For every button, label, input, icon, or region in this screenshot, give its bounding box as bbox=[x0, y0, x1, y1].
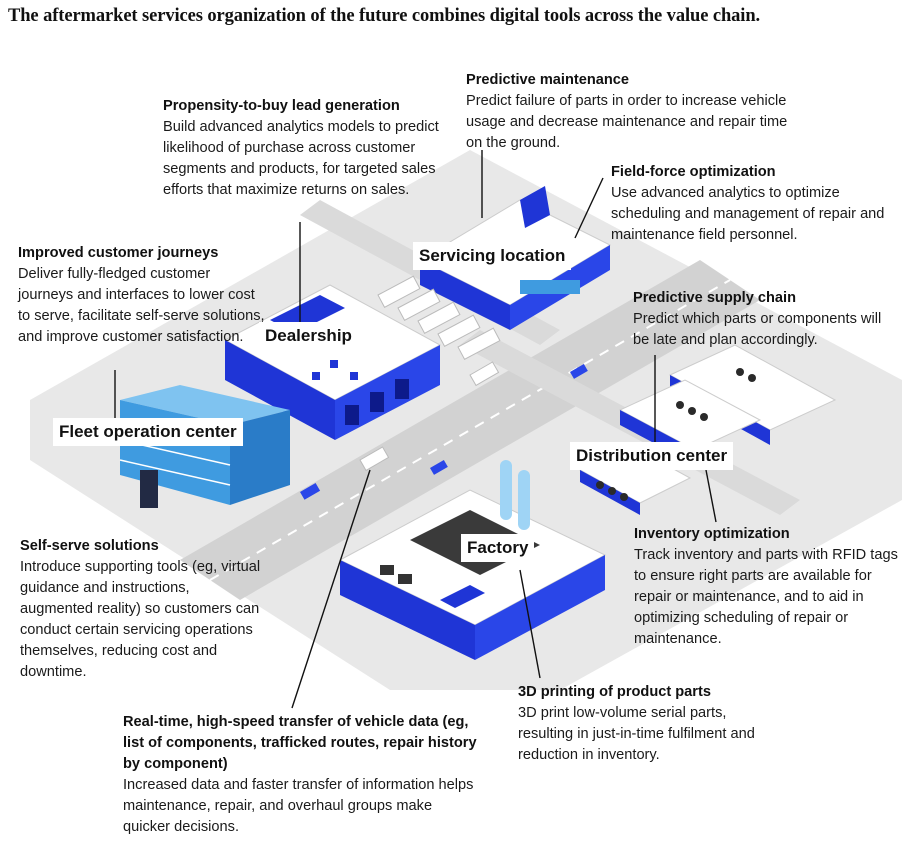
callout-field-force-optimization: Field-force optimization Use advanced an… bbox=[611, 162, 896, 246]
callout-customer-journeys: Improved customer journeys Deliver fully… bbox=[18, 243, 268, 348]
callout-body: Deliver fully-fledged customer journeys … bbox=[18, 266, 265, 345]
label-factory: Factory bbox=[461, 534, 535, 562]
callout-predictive-maintenance: Predictive maintenance Predict failure o… bbox=[466, 70, 796, 154]
callout-self-serve-solutions: Self-serve solutions Introduce supportin… bbox=[20, 536, 265, 683]
callout-heading: Field-force optimization bbox=[611, 164, 776, 180]
callout-vehicle-data-transfer: Real-time, high-speed transfer of vehicl… bbox=[123, 712, 483, 838]
callout-heading: 3D printing of product parts bbox=[518, 684, 711, 700]
callout-body: Increased data and faster transfer of in… bbox=[123, 777, 474, 835]
callout-body: Build advanced analytics models to predi… bbox=[163, 119, 439, 198]
highway bbox=[180, 260, 760, 600]
callout-body: Predict failure of parts in order to inc… bbox=[466, 93, 788, 151]
callout-3d-printing: 3D printing of product parts 3D print lo… bbox=[518, 682, 780, 766]
callout-propensity-to-buy: Propensity-to-buy lead generation Build … bbox=[163, 96, 453, 201]
label-dealership: Dealership bbox=[259, 322, 358, 350]
callout-body: Predict which parts or components will b… bbox=[633, 311, 882, 348]
callout-body: Introduce supporting tools (eg, virtual … bbox=[20, 559, 261, 680]
callout-heading: Improved customer journeys bbox=[18, 245, 219, 261]
callout-body: 3D print low-volume serial parts, result… bbox=[518, 705, 755, 763]
callout-body: Track inventory and parts with RFID tags… bbox=[634, 547, 898, 647]
label-distribution-center: Distribution center bbox=[570, 442, 734, 470]
callout-body: Use advanced analytics to optimize sched… bbox=[611, 185, 885, 243]
truck-fleet bbox=[377, 275, 501, 361]
callout-heading: Predictive maintenance bbox=[466, 72, 630, 88]
leader-lines bbox=[114, 150, 717, 709]
callout-heading: Propensity-to-buy lead generation bbox=[163, 98, 400, 114]
callout-heading: Real-time, high-speed transfer of vehicl… bbox=[123, 714, 477, 772]
callout-inventory-optimization: Inventory optimization Track inventory a… bbox=[634, 524, 898, 650]
label-servicing-location: Servicing location bbox=[413, 242, 572, 270]
callout-heading: Predictive supply chain bbox=[633, 290, 797, 306]
callout-heading: Self-serve solutions bbox=[20, 538, 159, 554]
callout-predictive-supply-chain: Predictive supply chain Predict which pa… bbox=[633, 288, 895, 351]
road-vehicles bbox=[299, 361, 588, 500]
distribution-buildings bbox=[578, 344, 837, 515]
page-title: The aftermarket services organization of… bbox=[8, 6, 761, 26]
label-fleet-operation-center: Fleet operation center bbox=[53, 418, 243, 446]
callout-heading: Inventory optimization bbox=[634, 526, 790, 542]
